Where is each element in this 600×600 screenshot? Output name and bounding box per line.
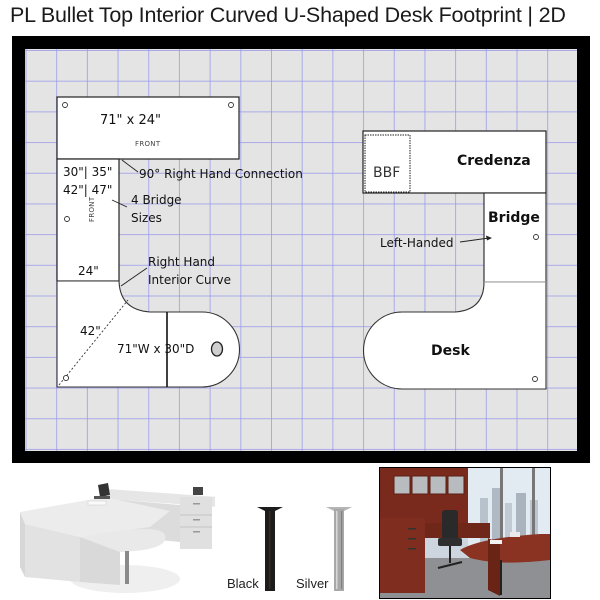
leg-position-icon — [210, 341, 224, 357]
desk-product-photo — [20, 483, 215, 593]
room-product-photo — [379, 467, 551, 599]
desk-dimension-label: 71"W x 30"D — [117, 342, 195, 356]
bridge-sizes-line2: 42"| 47" — [63, 183, 113, 197]
left-bullet-desk — [56, 280, 241, 388]
connection-annotation: 90° Right Hand Connection — [139, 167, 303, 181]
floorplan-drawing — [56, 96, 547, 390]
black-leg-swatch[interactable] — [255, 503, 285, 593]
curve-annotation-2: Interior Curve — [148, 273, 231, 287]
bridge-width-label: 24" — [78, 264, 99, 278]
grommet-icon — [62, 374, 70, 382]
leader-line — [120, 267, 148, 287]
grommet-icon — [533, 234, 539, 240]
grommet-icon — [228, 102, 234, 108]
page-title: PL Bullet Top Interior Curved U-Shaped D… — [10, 3, 566, 27]
grommet-icon — [532, 376, 538, 382]
black-leg-label: Black — [227, 576, 259, 591]
silver-leg-label: Silver — [296, 576, 329, 591]
silver-leg-swatch[interactable] — [324, 503, 354, 593]
bridge-sizes-annotation-1: 4 Bridge — [131, 193, 182, 207]
curve-annotation-1: Right Hand — [148, 255, 216, 269]
bbf-pedestal — [364, 134, 411, 193]
bridge-label: Bridge — [488, 210, 540, 226]
arrow-head-icon — [486, 235, 492, 241]
desk-label: Desk — [431, 343, 470, 359]
left-top-return — [56, 96, 240, 160]
left-handed-label: Left-Handed — [380, 236, 454, 250]
bridge-front-label: FRONT — [88, 196, 96, 222]
grommet-icon — [62, 102, 68, 108]
corner-depth-label: 42" — [80, 324, 101, 338]
bbf-label: BBF — [373, 165, 401, 181]
bridge-sizes-annotation-2: Sizes — [131, 211, 162, 225]
right-bullet-desk — [362, 281, 547, 390]
office-scene — [380, 468, 550, 598]
top-return-front-label: FRONT — [135, 140, 161, 148]
credenza-label: Credenza — [457, 153, 531, 169]
arrow-line — [459, 237, 490, 243]
leader-line — [121, 159, 139, 173]
bridge-sizes-line1: 30"| 35" — [63, 165, 113, 179]
top-return-dimension: 71" x 24" — [100, 113, 162, 128]
grommet-icon — [64, 216, 70, 222]
leader-line — [111, 199, 128, 208]
